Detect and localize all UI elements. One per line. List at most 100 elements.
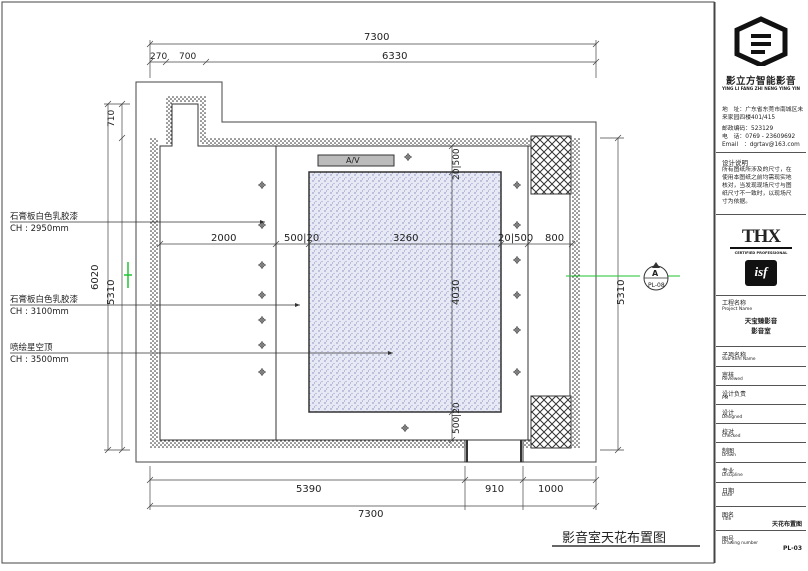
downlight-icon xyxy=(258,316,266,324)
dim-left-6020: 6020 xyxy=(90,265,101,290)
dim-top-700: 700 xyxy=(179,52,196,62)
design-note-line: 所有图纸所涉及的尺寸，在 xyxy=(722,167,792,173)
note-1-height: CH : 2950mm xyxy=(10,224,69,234)
dim-top-6330: 6330 xyxy=(382,51,407,62)
star-ceiling xyxy=(308,171,502,413)
downlight-icon xyxy=(513,291,521,299)
dim-tick xyxy=(497,240,505,248)
wall-top xyxy=(206,138,572,145)
downlight-icon xyxy=(258,341,266,349)
dim-bottom-910: 910 xyxy=(485,484,504,495)
dim-tick xyxy=(568,240,576,248)
note-1-material: 石膏板白色乳胶漆 xyxy=(10,211,79,222)
tb-row-label-en: Drawn xyxy=(722,453,736,458)
dim-tick xyxy=(202,58,210,66)
dim-tick xyxy=(118,134,126,142)
tb-row-label-cn: 图号 xyxy=(722,536,735,543)
downlight-icon xyxy=(513,326,521,334)
downlight-icon xyxy=(258,368,266,376)
downlight-icon xyxy=(258,181,266,189)
note-2-material: 石膏板白色乳胶漆 xyxy=(10,294,79,305)
dim-tick xyxy=(118,446,126,454)
tb-row-label-en: Date xyxy=(722,493,733,498)
dim-tick xyxy=(146,502,154,510)
inner-outline xyxy=(159,103,571,441)
tb-row-label-cn: 子项名称 xyxy=(722,352,747,359)
dim-tick xyxy=(448,436,456,444)
note-3-height: CH : 3500mm xyxy=(10,355,69,365)
dim-row-20-500b: 20|500 xyxy=(498,233,533,244)
leader-3-arrow xyxy=(388,351,393,355)
dimension-lines xyxy=(104,40,624,510)
brand-pinyin: YING LI FANG ZHI NENG YING YIN xyxy=(721,86,801,91)
tb-row-label-en: Designed xyxy=(722,415,743,420)
downlight-icon xyxy=(258,291,266,299)
projector xyxy=(317,154,395,167)
title-block: 影立方智能影音 YING LI FANG ZHI NENG YING YIN 地… xyxy=(716,2,806,563)
dim-tick xyxy=(448,142,456,150)
hr-1 xyxy=(716,152,806,153)
project-label-en: Project Name xyxy=(722,307,753,312)
dim-tick xyxy=(118,100,126,108)
email-label: Email ： xyxy=(722,142,750,148)
dim-top-270: 270 xyxy=(150,52,167,62)
wall-nook-left xyxy=(166,96,172,144)
hr-2 xyxy=(716,214,806,215)
tb-row-label-en: Checked xyxy=(722,434,741,439)
tb-row-label-cn: 设计负责 xyxy=(722,391,747,398)
email-value: dgrtav@163.com xyxy=(749,142,800,148)
tb-row-label-cn: 审核 xyxy=(722,372,735,379)
downlight-icon xyxy=(404,153,412,161)
tb-row-label-cn: 校对 xyxy=(722,429,735,436)
tb-row-value: 天花布置图 xyxy=(771,521,802,528)
project-label-cn: 工程名称 xyxy=(722,300,747,307)
design-note-line: 使用本图纸之前均需现实地 xyxy=(722,175,792,181)
dim-v-bot: 500|20 xyxy=(452,402,462,434)
dim-v-top: 20|500 xyxy=(452,148,462,180)
tb-row-label-en: Title xyxy=(722,517,732,522)
dim-right-5310: 5310 xyxy=(616,280,627,305)
dim-row-2000: 2000 xyxy=(211,233,236,244)
downlight-icon xyxy=(401,424,409,432)
leader-1-arrow xyxy=(260,220,265,224)
design-note-line: 寸为依据。 xyxy=(722,199,751,205)
dim-bottom-1000: 1000 xyxy=(538,484,563,495)
phone-label: 电 话： xyxy=(722,134,746,140)
section-marker-arrow xyxy=(652,262,660,268)
equip-box-bottom xyxy=(530,395,572,449)
dim-row-500-20a: 500|20 xyxy=(284,233,319,244)
phone-value: 0769 - 23609692 xyxy=(745,134,796,140)
note-2-height: CH : 3100mm xyxy=(10,307,69,317)
downlight-icon xyxy=(513,221,521,229)
dim-top-total: 7300 xyxy=(364,32,389,43)
address-value: 广东省东莞市南城区未来家园四楼401/415 xyxy=(722,107,804,121)
dim-tick xyxy=(305,240,313,248)
downlight-icon xyxy=(513,181,521,189)
postcode-value: 523129 xyxy=(751,126,774,132)
equip-box-top xyxy=(530,135,572,195)
email: Email ：dgrtav@163.com xyxy=(722,139,800,148)
downlight-icon xyxy=(513,256,521,264)
dim-bottom-total: 7300 xyxy=(358,509,383,520)
drawing-title: 影音室天花布置图 xyxy=(562,530,666,546)
tb-row-value: PL-03 xyxy=(782,545,802,552)
outer-outline xyxy=(135,81,597,463)
thx-sub: CERTIFIED PROFESSIONAL xyxy=(734,251,788,255)
section-marker-ref: PL-08 xyxy=(648,282,665,289)
project-label: 工程名称 Project Name xyxy=(722,298,752,312)
wall-right xyxy=(572,138,580,448)
dim-v-4030: 4030 xyxy=(451,280,462,305)
wall-bottom xyxy=(150,440,572,448)
brand-name: 影立方智能影音 xyxy=(725,76,796,87)
tb-row-label-cn: 设计 xyxy=(722,410,735,417)
